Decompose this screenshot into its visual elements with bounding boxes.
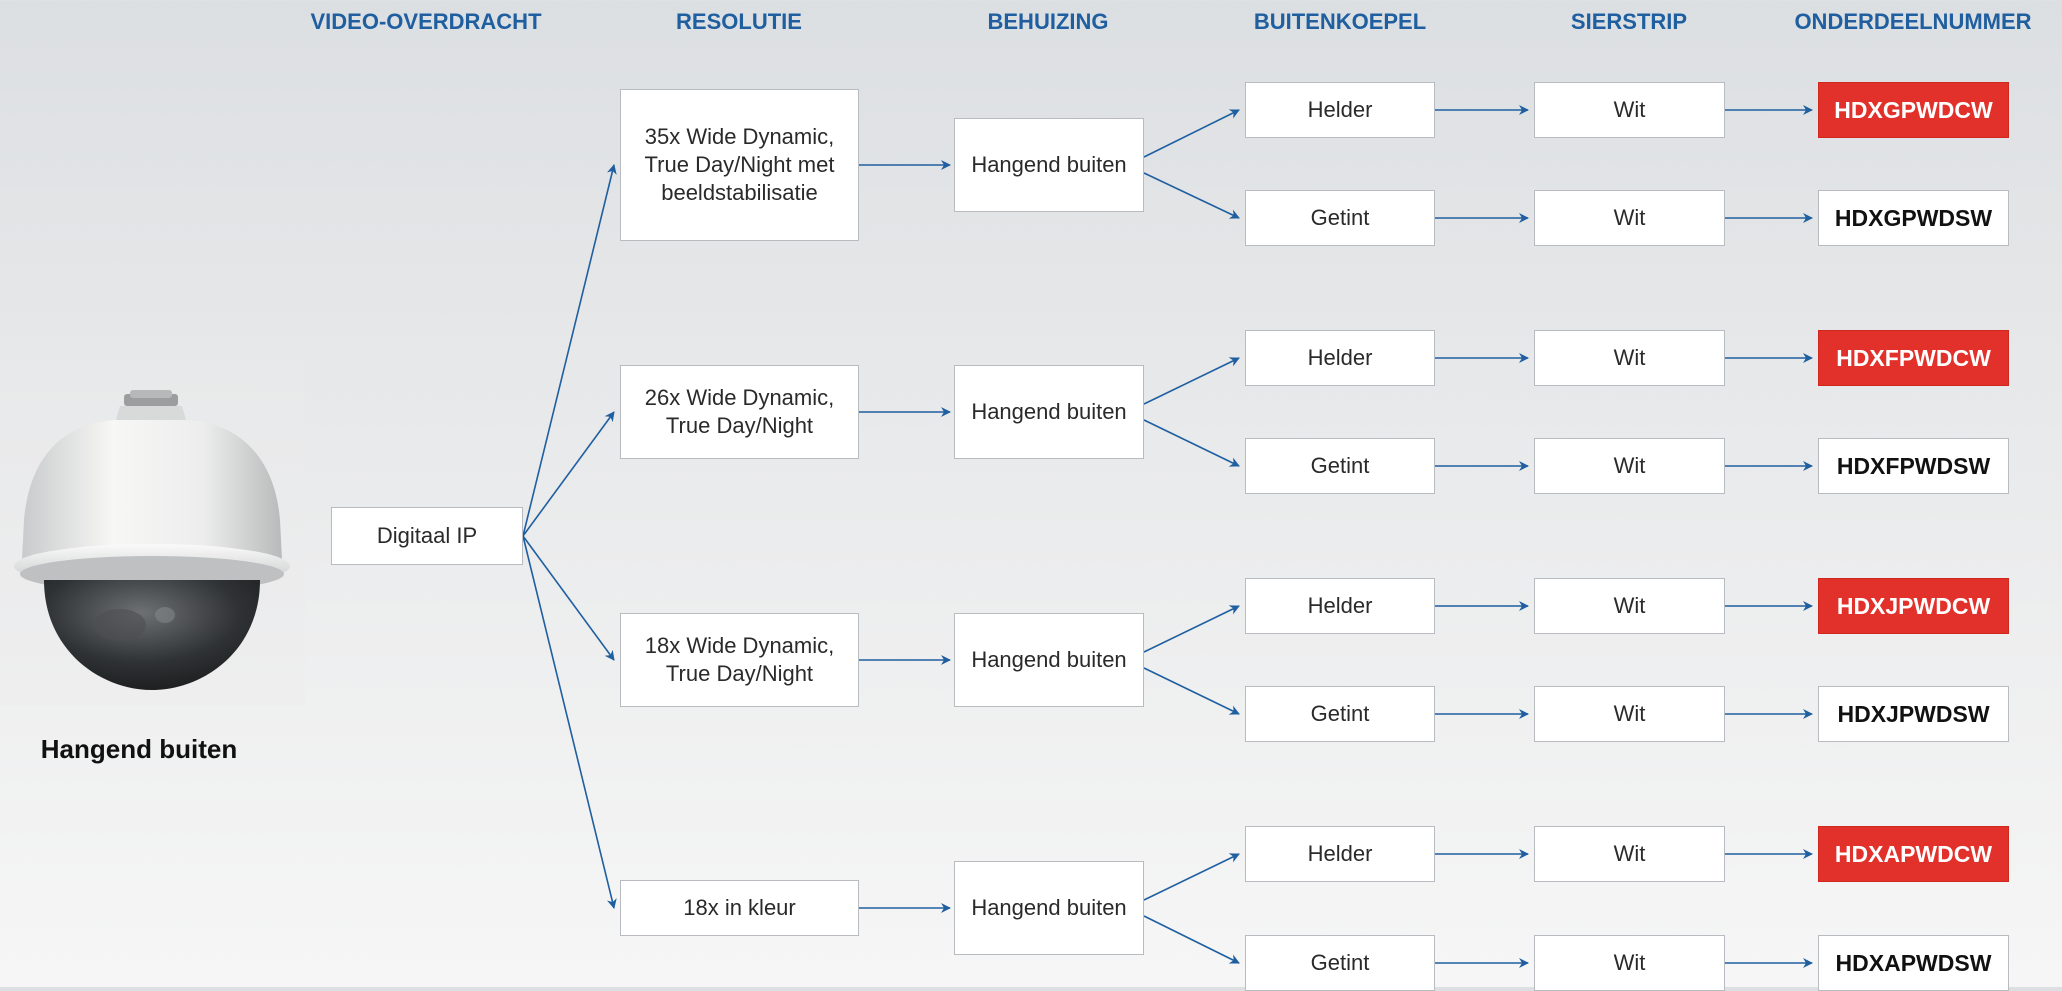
- resolution-box-line: 26x Wide Dynamic,: [644, 385, 835, 410]
- header-behuizing: BEHUIZING: [987, 9, 1109, 34]
- part-number-box: HDXAPWDSW: [1818, 935, 2009, 991]
- arrow-housing-to-dome: [1143, 419, 1240, 467]
- housing-box: Hangend buiten: [954, 365, 1144, 459]
- arrow-video-to-resolution: [522, 535, 617, 909]
- dome-box: Helder: [1245, 826, 1435, 882]
- trim-box: Wit: [1534, 578, 1725, 634]
- trim-box: Wit: [1534, 438, 1725, 494]
- arrow-video-to-resolution: [522, 164, 617, 537]
- camera-image: [0, 360, 305, 705]
- arrow-housing-to-dome: [1143, 109, 1240, 158]
- dome-box: Helder: [1245, 330, 1435, 386]
- resolution-box: 18x Wide Dynamic, True Day/Night: [620, 613, 859, 707]
- arrow-housing-to-dome: [1143, 853, 1240, 901]
- header-onderdeelnummer: ONDERDEELNUMMER: [1794, 9, 2032, 34]
- header-video-overdracht: VIDEO-OVERDRACHT: [310, 9, 542, 34]
- resolution-box: 18x in kleur: [620, 880, 859, 936]
- part-number-box: HDXGPWDSW: [1818, 190, 2009, 246]
- arrow-housing-to-dome: [1143, 667, 1240, 715]
- resolution-box-line: 18x Wide Dynamic,: [644, 633, 835, 658]
- resolution-box-line: beeldstabilisatie: [661, 180, 818, 205]
- arrow-housing-to-dome: [1143, 357, 1240, 405]
- resolution-box: 35x Wide Dynamic, True Day/Night met beeld…: [620, 89, 859, 241]
- part-number-box: HDXGPWDCW: [1818, 82, 2009, 138]
- video-node: Digitaal IP: [331, 507, 523, 565]
- resolution-box-line: True Day/Night met: [644, 152, 835, 177]
- arrow-video-to-resolution: [522, 411, 615, 537]
- part-number-box: HDXJPWDSW: [1818, 686, 2009, 742]
- resolution-box-line: 35x Wide Dynamic,: [644, 124, 835, 149]
- part-number-box: HDXFPWDSW: [1818, 438, 2009, 494]
- housing-box: Hangend buiten: [954, 118, 1144, 212]
- resolution-box-text: 18x in kleur: [683, 894, 796, 922]
- trim-box: Wit: [1534, 330, 1725, 386]
- dome-box: Getint: [1245, 438, 1435, 494]
- header-resolutie: RESOLUTIE: [676, 9, 802, 34]
- resolution-box-line: True Day/Night: [665, 413, 814, 438]
- resolution-box-line: True Day/Night: [665, 661, 814, 686]
- arrow-housing-to-dome: [1143, 172, 1240, 219]
- header-sierstrip: SIERSTRIP: [1570, 9, 1688, 34]
- dome-box: Helder: [1245, 578, 1435, 634]
- resolution-box-text: 18x Wide Dynamic, True Day/Night: [645, 632, 835, 688]
- resolution-box-text: 26x Wide Dynamic, True Day/Night: [645, 384, 835, 440]
- resolution-box-text: 35x Wide Dynamic, True Day/Night met beeld…: [645, 123, 835, 207]
- camera-label: Hangend buiten: [40, 734, 238, 764]
- resolution-box-line: 18x in kleur: [683, 895, 796, 920]
- header-buitenkoepel: BUITENKOEPEL: [1253, 9, 1427, 34]
- trim-box: Wit: [1534, 190, 1725, 246]
- arrow-housing-to-dome: [1143, 605, 1240, 653]
- dome-box: Getint: [1245, 190, 1435, 246]
- trim-box: Wit: [1534, 82, 1725, 138]
- dome-box: Getint: [1245, 935, 1435, 991]
- housing-box: Hangend buiten: [954, 861, 1144, 955]
- part-number-box: HDXFPWDCW: [1818, 330, 2009, 386]
- arrow-housing-to-dome: [1143, 915, 1240, 964]
- part-number-box: HDXJPWDCW: [1818, 578, 2009, 634]
- trim-box: Wit: [1534, 935, 1725, 991]
- dome-box: Getint: [1245, 686, 1435, 742]
- housing-box: Hangend buiten: [954, 613, 1144, 707]
- resolution-box: 26x Wide Dynamic, True Day/Night: [620, 365, 859, 459]
- trim-box: Wit: [1534, 686, 1725, 742]
- part-number-box: HDXAPWDCW: [1818, 826, 2009, 882]
- arrow-video-to-resolution: [522, 535, 615, 661]
- dome-box: Helder: [1245, 82, 1435, 138]
- trim-box: Wit: [1534, 826, 1725, 882]
